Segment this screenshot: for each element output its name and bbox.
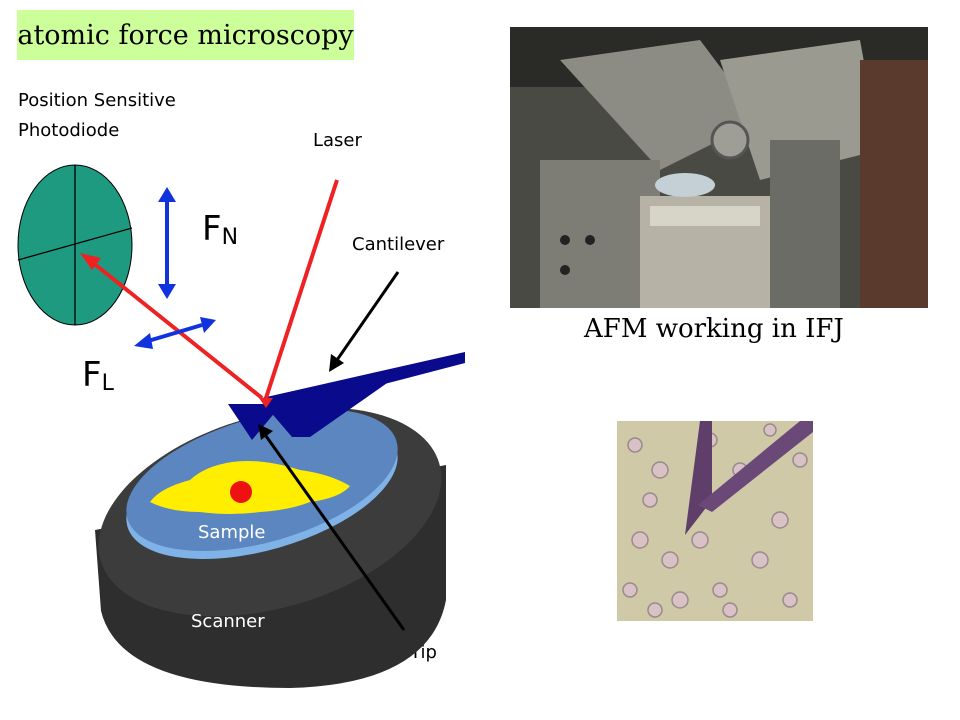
lateral-force-arrow <box>134 317 216 349</box>
photodiode-label-line2: Photodiode <box>18 120 120 141</box>
cantilever-pointer-arrow <box>329 271 400 372</box>
scanner-label: Scanner <box>191 611 265 632</box>
tip-pointer-arrow <box>258 424 406 631</box>
cantilever-label: Cantilever <box>352 234 445 255</box>
laser-label: Laser <box>313 130 362 151</box>
normal-force-label: FN <box>202 212 238 250</box>
normal-force-sub: N <box>221 225 239 251</box>
photo-caption: AFM working in IFJ <box>584 314 844 344</box>
photodiode <box>17 164 133 326</box>
cell-nucleus <box>230 481 252 503</box>
lateral-force-main: F <box>82 355 102 395</box>
lateral-force-label: FL <box>82 358 114 396</box>
normal-force-main: F <box>202 209 222 249</box>
sample-label: Sample <box>198 522 266 543</box>
microscope-image <box>617 421 813 621</box>
normal-force-arrow <box>158 187 176 299</box>
photodiode-label-line1: Position Sensitive <box>18 90 176 111</box>
lateral-force-sub: L <box>101 371 114 397</box>
afm-photo <box>510 27 928 308</box>
laser-beam <box>80 179 339 408</box>
photodiode-label: Position Sensitive Photodiode <box>18 86 176 146</box>
title: atomic force microscopy <box>17 10 354 60</box>
cantilever <box>228 352 465 440</box>
